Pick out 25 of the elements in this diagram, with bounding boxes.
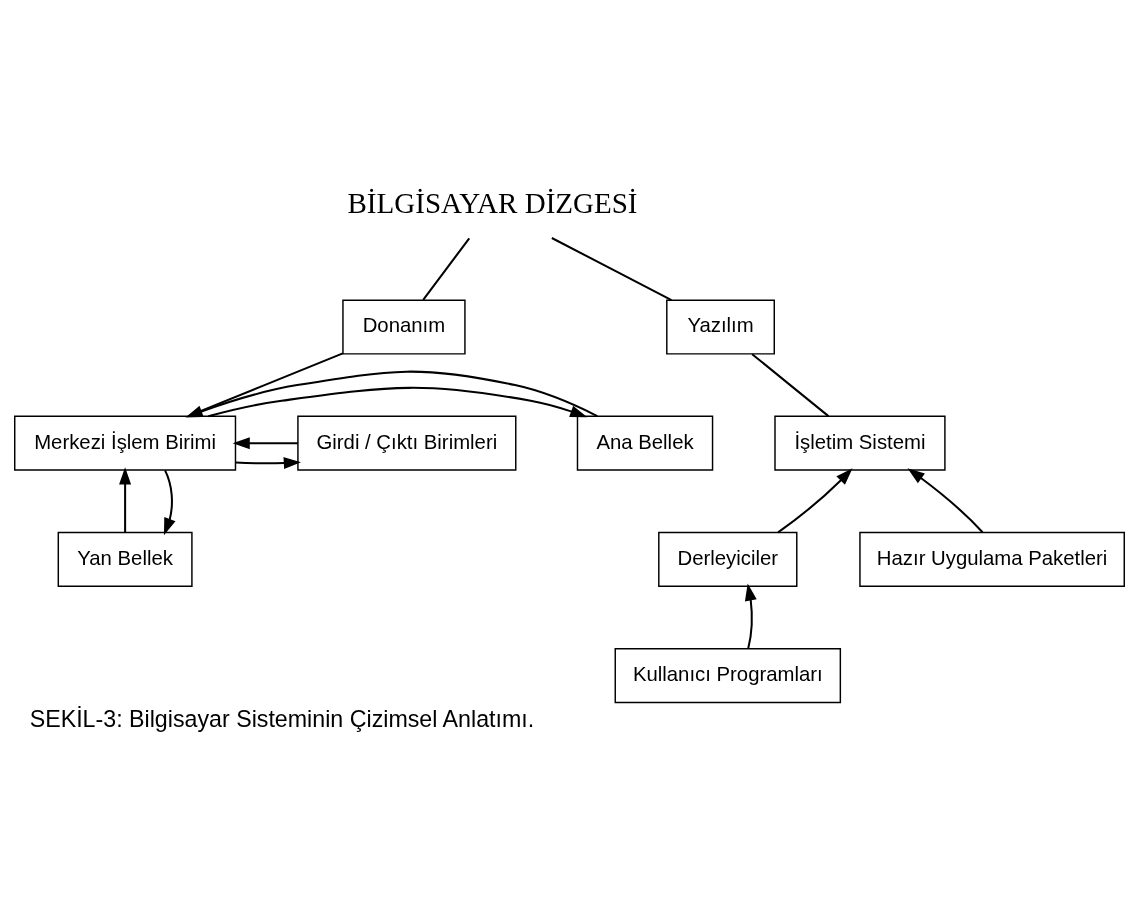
node-box: Derleyiciler bbox=[658, 531, 798, 587]
arrow bbox=[235, 456, 301, 469]
node-box: Kullanıcı Programları bbox=[614, 647, 842, 703]
arrow bbox=[119, 466, 132, 532]
node-box: Ana Bellek bbox=[576, 415, 714, 471]
arrow bbox=[744, 583, 757, 649]
node-box: Merkezi İşlem Birimi bbox=[14, 415, 237, 471]
arrow bbox=[907, 467, 984, 533]
connector bbox=[187, 351, 344, 417]
node-text: BİLGİSAYAR DİZGESİ bbox=[347, 186, 638, 219]
connector bbox=[751, 352, 830, 417]
arrow bbox=[185, 370, 598, 417]
caption: SEKİL-3: Bilgisayar Sisteminin Çizimsel Anlatımı. bbox=[29, 705, 535, 732]
node-box: Hazır Uygulama Paketleri bbox=[859, 531, 1125, 587]
connector bbox=[551, 236, 672, 301]
arrow bbox=[208, 386, 588, 417]
node-box: Yazılım bbox=[666, 298, 775, 355]
arrow bbox=[777, 467, 853, 533]
arrow bbox=[232, 436, 298, 449]
node-box: İşletim Sistemi bbox=[774, 415, 946, 471]
connector bbox=[422, 237, 471, 300]
node-box: Girdi / Çıktı Birimleri bbox=[297, 415, 517, 471]
arrow bbox=[163, 469, 176, 535]
node-box: Donanım bbox=[342, 298, 466, 355]
node-box: Yan Bellek bbox=[57, 531, 193, 587]
